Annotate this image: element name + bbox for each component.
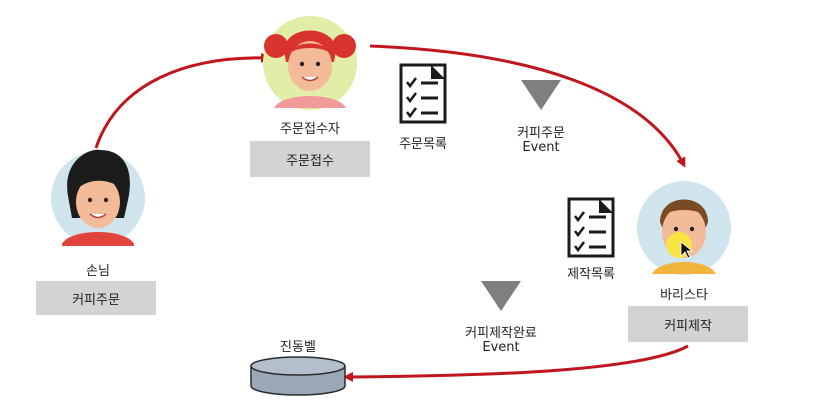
arrow-order-taker-to-barista <box>369 44 686 168</box>
event-triangle-icon <box>481 281 521 311</box>
coffee-done-event-line1: 커피제작완료 <box>465 326 537 341</box>
cylinder-icon <box>250 356 346 396</box>
checklist-icon <box>567 197 615 258</box>
customer-avatar <box>51 149 145 246</box>
coffee-done-event-line2: Event <box>482 340 520 355</box>
buzzer-label: 진동벨 <box>280 340 316 355</box>
order-taker-name-label: 주문접수자 <box>280 122 340 137</box>
cursor-icon <box>680 241 694 259</box>
order-list-label: 주문목록 <box>399 137 447 152</box>
coffee-make-box[interactable]: 커피제작 <box>628 306 748 342</box>
barista-name-label: 바리스타 <box>660 288 708 303</box>
arrow-barista-to-buzzer <box>343 344 689 382</box>
order-receive-box[interactable]: 주문접수 <box>250 141 370 177</box>
production-list-label: 제작목록 <box>567 267 615 282</box>
arrow-customer-to-order-taker <box>94 52 271 149</box>
coffee-order-box[interactable]: 커피주문 <box>36 281 156 315</box>
event-triangle-icon <box>521 80 561 110</box>
order-taker-avatar <box>263 16 357 110</box>
customer-name-label: 손님 <box>86 264 110 279</box>
checklist-icon <box>399 63 447 124</box>
coffee-order-event-line1: 커피주문 <box>517 126 565 141</box>
barista-avatar <box>637 181 731 275</box>
coffee-order-event-line2: Event <box>522 140 560 155</box>
